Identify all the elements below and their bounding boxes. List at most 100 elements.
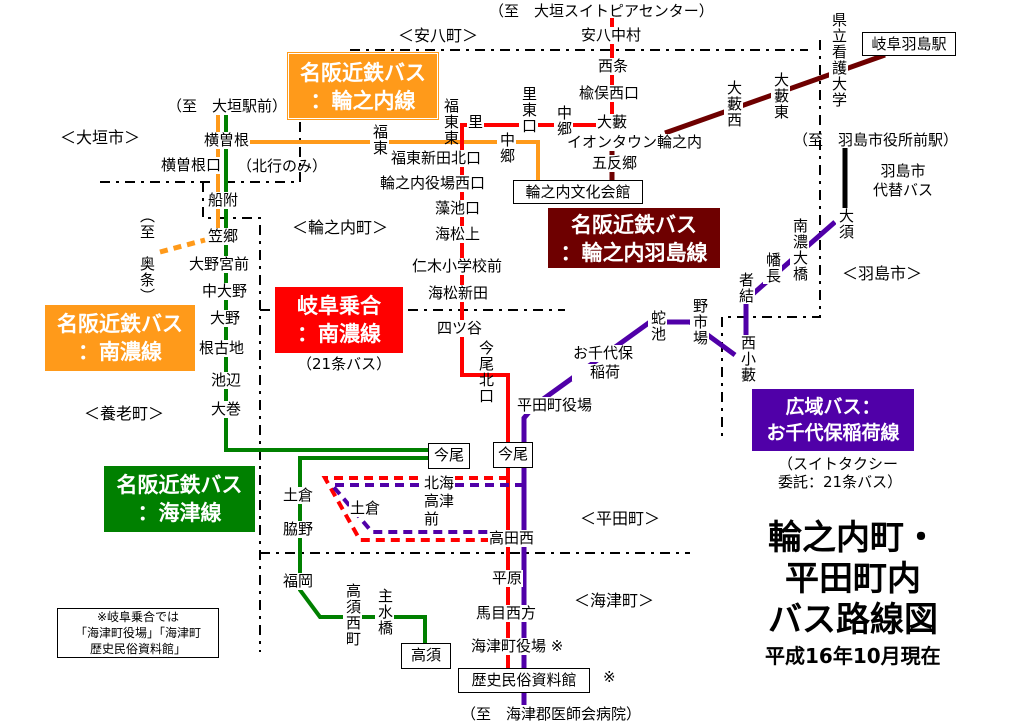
northbound-only-note: （北行のみ） (237, 157, 328, 175)
station-ono: 大野 (209, 309, 242, 327)
station-takada-nishi: 高田西 (488, 529, 536, 547)
title-line: 輪之内町・ (768, 518, 938, 558)
station-oyabu-nishi: 大藪西 (724, 80, 743, 128)
station-mimatsu-kami: 海松上 (434, 225, 482, 243)
area-hashima: ＜羽島市＞ (842, 264, 923, 283)
route-box-nanno-kintetsu: 名阪近鉄バス ：南濃線 (45, 305, 195, 371)
station-fukuhigashi: 福東 (370, 124, 389, 156)
station-mimatsu-shinden: 海松新田 (427, 284, 490, 302)
station-rekishi-shiryokan: 歴史民俗資料館 (458, 668, 590, 693)
station-nishi-koyabu: 西小藪 (738, 335, 757, 383)
station-omaki: 大巻 (210, 400, 243, 418)
route-line-name: ：南濃線 (297, 322, 381, 346)
route-name: 名阪近鉄バス (57, 312, 183, 336)
station-takasu-nishimachi: 高須西町 (343, 583, 362, 647)
route-name: 名阪近鉄バス (116, 473, 243, 497)
route-name: 名阪近鉄バス (300, 61, 426, 85)
station-yakuba-nishiguchi: 輪之内役場西口 (379, 174, 487, 192)
area-anpachi: ＜安八町＞ (398, 26, 479, 45)
route-label-hashima-alt: 羽島市 代替バス (872, 162, 934, 200)
station-nakago-2: 中郷 (497, 132, 516, 164)
station-nirematsu-nishiguchi: 楡俣西口 (578, 84, 641, 102)
map-title: 輪之内町・ 平田町内 バス路線図 (768, 518, 938, 641)
station-aeon-town: イオンタウン輪之内 (566, 133, 704, 151)
station-satohigashi-guchi: 里東口 (519, 86, 538, 134)
route-line-name: ：輪之内線 (310, 89, 416, 113)
station-tsuchikura-2: 土倉 (349, 499, 382, 517)
area-wanouchi: ＜輪之内町＞ (292, 218, 389, 237)
station-hatanaga: 幡長 (763, 252, 782, 284)
route-note-21jo: （21条バス） (297, 355, 392, 373)
direction-ogaki-station: （至 大垣駅前） (167, 97, 288, 115)
route-note-line: （スイトタクシー (778, 455, 899, 473)
station-imao-kitaguchi: 今尾北口 (477, 340, 495, 404)
map-date: 平成16年10月現在 (765, 644, 941, 668)
footnote-line: 「海津町役場」「海津町 (74, 626, 201, 640)
route-name: 広域バス： (785, 396, 881, 418)
station-nakago-1: 中郷 (554, 105, 573, 137)
area-ogaki: ＜大垣市＞ (60, 128, 141, 147)
station-name-part: 前 (424, 510, 440, 528)
station-monoyui: 者結 (736, 272, 755, 304)
route-line-kaizu (224, 115, 428, 643)
route-box-ochiyobo: 広域バス： お千代保稲荷線 (752, 389, 914, 451)
route-line-name: ：海津線 (137, 501, 222, 525)
station-yokosone-guchi: 横曽根口 (160, 156, 223, 174)
footnote-line: 歴史民俗資料館」 (89, 642, 186, 656)
station-gifu-hashima: 岐阜羽島駅 (862, 32, 956, 56)
boundary-hashima (721, 40, 821, 438)
station-kaizu-yakuba: 海津町役場 ※ (470, 637, 565, 655)
route-line-nanno-gifu (460, 18, 614, 672)
station-imao-1: 今尾 (428, 443, 470, 469)
footnote-line: ※岐阜乗合では (96, 610, 180, 624)
title-line: 平田町内 (785, 559, 921, 599)
station-ikenobe: 池辺 (210, 371, 243, 389)
station-osu: 大須 (836, 208, 855, 240)
station-name-part: 高津 (424, 492, 455, 510)
station-fukuhigashi-higashi: 福東東 (442, 98, 460, 146)
station-niki-school: 仁木小学校前 (411, 257, 504, 275)
station-imao-2: 今尾 (493, 442, 533, 468)
route-line-name: お千代保稲荷線 (766, 422, 900, 444)
station-tsuchikura-1: 土倉 (282, 486, 315, 504)
station-nanno-ohashi: 南濃大橋 (790, 218, 809, 282)
direction-suitopia: （至 大垣スイトピアセンター） (489, 2, 714, 20)
route-note-ochiyobo: （スイトタクシー 委託：21条バス） (777, 455, 903, 491)
route-line-name: ：輪之内羽島線 (560, 241, 708, 265)
direction-okujo: （至 奥条） (138, 208, 156, 304)
station-fukuhigashi-shinden: 福東新田北口 (390, 149, 483, 167)
station-gotango: 五反郷 (591, 154, 639, 172)
route-box-nanno-gifu: 岐阜乗合 ：南濃線 (275, 287, 403, 353)
route-line-name: ：南濃線 (78, 340, 162, 364)
station-ono-miyamae: 大野宮前 (188, 255, 251, 273)
station-ochiyobo-1: お千代保 (572, 344, 635, 362)
route-note-line: 委託：21条バス） (778, 473, 903, 491)
station-kango-daigaku: 県立看護大学 (829, 12, 848, 108)
station-jaike: 蛇池 (648, 310, 667, 342)
station-name-part: 北海 (424, 474, 455, 492)
station-ochiyobo-2: 稲荷 (572, 364, 622, 381)
station-naka-ono: 中大野 (201, 282, 249, 300)
note-mark: ※ (603, 668, 616, 686)
area-kaizu: ＜海津町＞ (574, 591, 655, 610)
station-hirahara: 平原 (491, 569, 524, 587)
station-noichiba: 野市場 (690, 298, 709, 346)
station-oyabu-higashi: 大藪東 (771, 72, 790, 120)
station-kasago: 笠郷 (207, 227, 240, 245)
route-box-wanouchi-hashima: 名阪近鉄バス ：輪之内羽島線 (548, 208, 720, 268)
route-line-nanno-gifu-loop (321, 476, 508, 542)
boundary-yoro (202, 182, 261, 652)
route-name: 名阪近鉄バス (571, 213, 697, 237)
station-fukuoka: 福岡 (282, 572, 315, 590)
route-box-wanouchi: 名阪近鉄バス ：輪之内線 (287, 52, 439, 120)
station-funatsuki: 船附 (207, 191, 240, 209)
footnote-box: ※岐阜乗合では 「海津町役場」「海津町 歴史民俗資料館」 (57, 608, 219, 658)
station-anpachi-nakamura: 安八中村 (580, 26, 643, 44)
station-oyabu: 大藪 (596, 113, 629, 131)
station-moike: 藻池口 (434, 199, 482, 217)
route-line-okujo (159, 237, 206, 255)
area-yoro: ＜養老町＞ (84, 404, 165, 423)
station-bunka-kaikan: 輪之内文化会館 (513, 180, 643, 204)
station-mondobashi: 主水橋 (375, 588, 394, 636)
